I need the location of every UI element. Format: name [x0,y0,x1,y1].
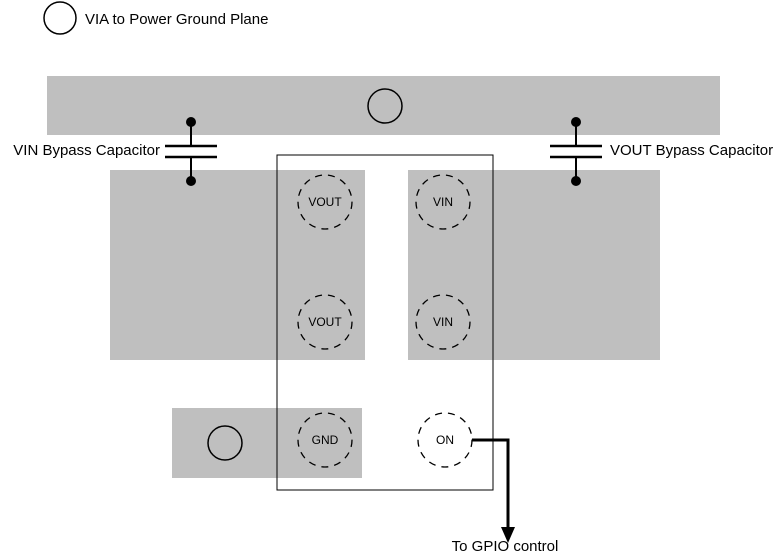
pin-pad-circle [415,174,471,230]
pin-label: VIN [433,195,453,209]
pin-label: VOUT [308,315,342,329]
vin-copper-pour [408,170,660,360]
top-plane-via-icon [367,88,403,124]
pin-label: GND [312,433,339,447]
pin-pad-circle [297,174,353,230]
vout-bypass-capacitor-symbol [550,117,602,186]
vin-bypass-capacitor-symbol [165,117,217,186]
vin-bypass-capacitor-label: VIN Bypass Capacitor [13,142,160,159]
pin-vout-bottom: VOUT [297,294,353,350]
pin-pad-circle [297,412,353,468]
vout-copper-pour [110,170,365,360]
top-power-ground-plane [47,76,720,135]
pin-label: VIN [433,315,453,329]
gpio-control-label: To GPIO control [452,538,559,555]
pin-pad-circle [415,294,471,350]
pin-vout-top: VOUT [297,174,353,230]
cap-junction-dot [186,176,196,186]
gnd-copper-pour [172,408,362,478]
legend-via-icon [43,1,77,35]
vout-bypass-capacitor-label: VOUT Bypass Capacitor [610,142,773,159]
gpio-control-arrow [472,438,515,543]
cap-junction-dot [571,176,581,186]
pin-pad-circle [297,294,353,350]
gnd-pour-via-icon [207,425,243,461]
ic-package-outline [276,154,494,491]
pin-on: ON [417,412,473,468]
arrowhead-icon [501,527,515,543]
pin-label: VOUT [308,195,342,209]
pin-gnd: GND [297,412,353,468]
legend-via-label: VIA to Power Ground Plane [85,11,268,28]
pin-vin-top: VIN [415,174,471,230]
pin-label: ON [436,433,454,447]
pin-vin-bottom: VIN [415,294,471,350]
gpio-trace-line [472,438,510,528]
